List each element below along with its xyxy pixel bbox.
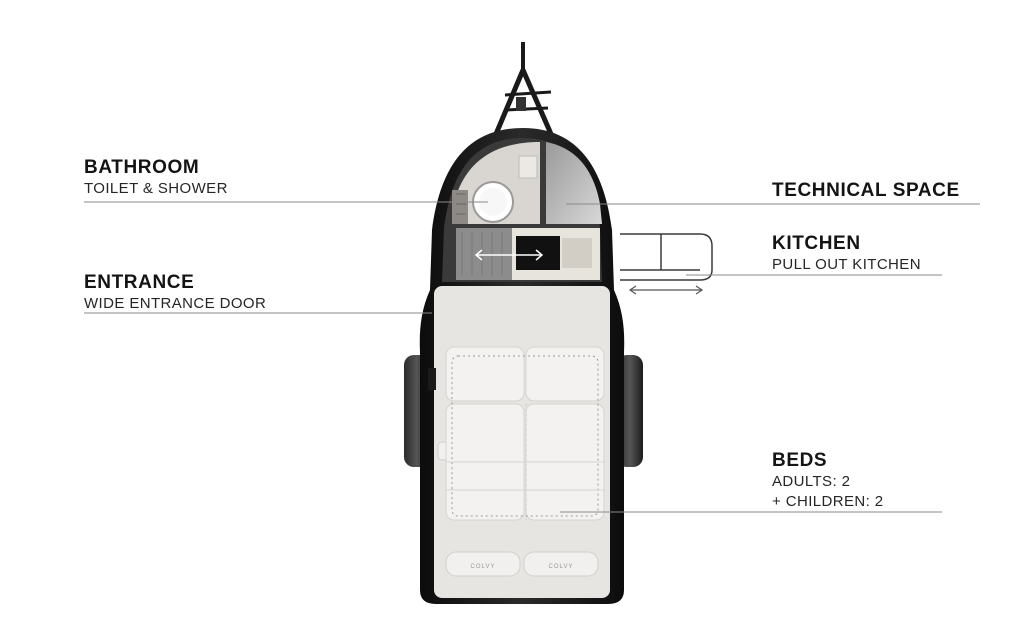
bathroom-subtitle: TOILET & SHOWER xyxy=(84,180,228,197)
beds-adults: ADULTS: 2 xyxy=(772,473,851,490)
kitchen-counter-left xyxy=(456,228,512,280)
kitchen-sink xyxy=(516,236,560,270)
tow-hitch xyxy=(493,42,554,136)
bathroom-title: BATHROOM xyxy=(84,157,200,178)
leader-lines xyxy=(84,201,980,513)
beds-label: BEDS ADULTS: 2 + CHILDREN: 2 xyxy=(772,450,883,512)
beds-children: + CHILDREN: 2 xyxy=(772,493,884,510)
pull-out-kitchen-outline xyxy=(620,233,713,281)
slide-arrow-inner xyxy=(474,249,544,261)
kitchen-title: KITCHEN xyxy=(772,233,861,254)
entrance-subtitle: WIDE ENTRANCE DOOR xyxy=(84,295,267,312)
pillow-left xyxy=(445,551,521,577)
pillow-brand-left: COLVY xyxy=(471,564,496,570)
pillow-brand-right: COLVY xyxy=(549,564,574,570)
technical-space-title: TECHNICAL SPACE xyxy=(772,180,960,201)
bathroom-label: BATHROOM TOILET & SHOWER xyxy=(84,157,228,199)
entrance-title: ENTRANCE xyxy=(84,272,195,293)
beds-title: BEDS xyxy=(772,450,828,471)
entrance-label: ENTRANCE WIDE ENTRANCE DOOR xyxy=(84,272,266,314)
slide-arrow-outer xyxy=(628,285,704,295)
pillow-right xyxy=(523,551,599,577)
technical-space-label: TECHNICAL SPACE xyxy=(772,180,960,202)
bed-area xyxy=(445,346,605,521)
kitchen-label: KITCHEN PULL OUT KITCHEN xyxy=(772,233,921,275)
kitchen-subtitle: PULL OUT KITCHEN xyxy=(772,256,921,273)
